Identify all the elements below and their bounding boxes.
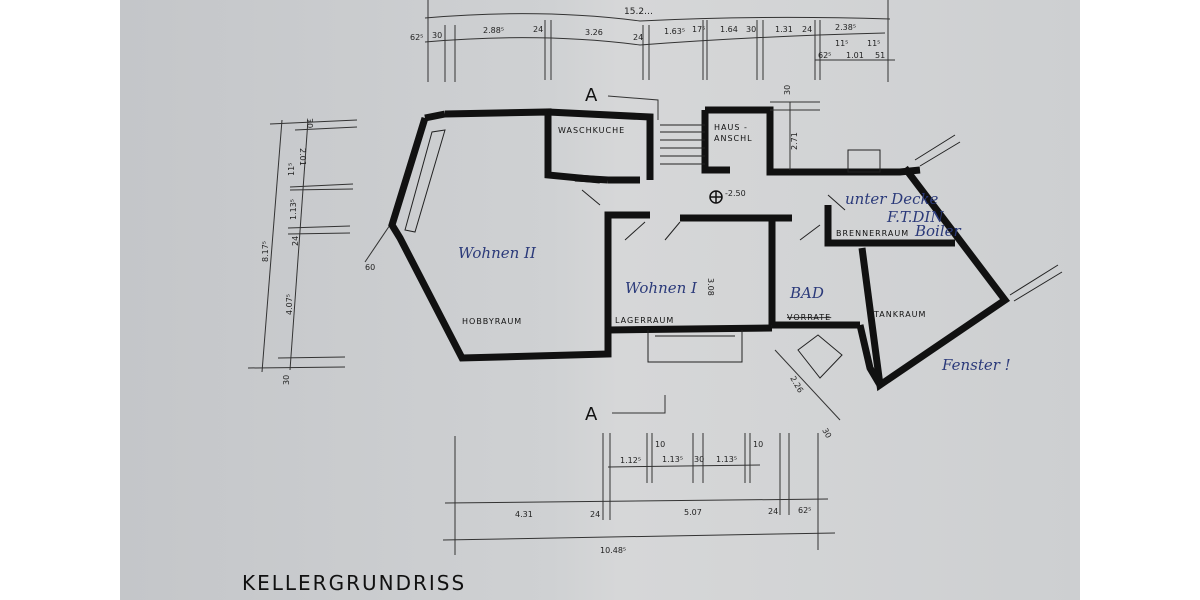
handwritten-bad: BAD [789, 284, 824, 302]
dim-top-11: 24 [802, 25, 812, 34]
dim-bottom-upper-0: 1.12⁵ [620, 456, 641, 465]
label-tankraum: TANKRAUM [873, 310, 926, 319]
dim-left-4: 24 [291, 236, 300, 246]
dim-bottom-lower-2: 5.07 [684, 508, 702, 517]
dim-bottom-upper-3: 30 [694, 455, 704, 464]
label-hausanschl-1: HAUS - [714, 123, 748, 132]
top-dimension-chain: 62⁵ 30 2.88⁵ 24 3.26 24 1.63⁵ 17⁵ 1.64 3… [410, 0, 895, 82]
dim-bottom-upper-4: 1.13⁵ [716, 455, 737, 464]
dim-bottom-total: 10.48⁵ [600, 546, 626, 555]
dim-topsub-2: 1.01 [846, 51, 864, 60]
handwritten-din: F.T.DIN [886, 208, 944, 226]
dim-left-2: 11⁵ [287, 163, 296, 176]
dim-top-total: 15.2… [624, 7, 653, 17]
label-waschkueche: WASCHKUCHE [558, 126, 625, 135]
dim-bottom-upper-2: 1.13⁵ [662, 455, 683, 464]
section-marker-bottom: A [585, 404, 598, 425]
dim-bottom-lower-3: 24 [768, 507, 778, 516]
handwritten-fenster: Fenster ! [941, 356, 1011, 374]
label-hausanschl-2: ANSCHL [714, 134, 753, 143]
dim-bottom-upper-1: 10 [655, 440, 665, 449]
dim-top-6: 1.63⁵ [664, 27, 685, 36]
handwritten-wohnen1: Wohnen I [625, 279, 698, 297]
dim-bottom-lower-4: 62⁵ [798, 506, 811, 515]
dim-top-7: 17⁵ [692, 25, 705, 34]
dim-left-6: 4.07⁵ [285, 294, 294, 315]
dim-left-5: 8.17⁵ [261, 241, 270, 262]
dim-lager-height: 3.08 [706, 278, 715, 296]
label-lagerraum: LAGERRAUM [615, 316, 674, 325]
dim-top-5: 24 [633, 33, 643, 42]
dim-left-3: 1.13⁵ [289, 199, 298, 220]
dim-left-1: 2.01 [298, 148, 307, 166]
dim-right-1: 2.71 [790, 132, 799, 150]
dim-left-7: 30 [282, 375, 291, 385]
dim-left-0: 30 [305, 118, 314, 128]
dim-rdiag-0: 2.26 [788, 375, 805, 395]
dim-top-3: 24 [533, 25, 543, 34]
label-brennerraum: BRENNERRAUM [836, 229, 909, 238]
dim-topsub-4: 51 [875, 51, 885, 60]
dim-rdiag-1: 30 [820, 427, 833, 440]
walls [388, 106, 1063, 392]
dim-topsub-1: 11⁵ [835, 39, 848, 48]
dim-top-9: 30 [746, 25, 756, 34]
handwritten-boiler: Boiler [914, 222, 962, 240]
dim-left-diag: 60 [365, 263, 375, 272]
dim-bottom-lower-0: 4.31 [515, 510, 533, 519]
dim-top-12: 2.38⁵ [835, 23, 856, 32]
dim-top-2: 2.88⁵ [483, 26, 504, 35]
dim-topsub-3: 11⁵ [867, 39, 880, 48]
bottom-dimension-chain: 1.12⁵ 10 1.13⁵ 30 1.13⁵ 10 4.31 24 5.07 … [442, 433, 836, 555]
dim-top-8: 1.64 [720, 25, 738, 34]
left-dimension-chain: 30 2.01 11⁵ 1.13⁵ 24 8.17⁵ 4.07⁵ 30 60 [247, 118, 393, 385]
plan-title: KELLERGRUNDRISS [242, 571, 466, 595]
dim-right-0: 30 [783, 85, 792, 95]
handwritten-wohnen2: Wohnen II [458, 244, 537, 262]
level-mark: -2.50 [709, 189, 746, 204]
dim-top-10: 1.31 [775, 25, 793, 34]
dim-topsub-0: 62⁵ [818, 51, 831, 60]
section-markers: A A [585, 85, 666, 425]
dim-bottom-lower-1: 24 [590, 510, 600, 519]
dim-bottom-upper-5: 10 [753, 440, 763, 449]
dim-top-1: 30 [432, 31, 442, 40]
plan-paper [120, 0, 1080, 600]
label-vorraete: VORRATE [787, 313, 831, 322]
dim-top-0: 62⁵ [410, 33, 423, 42]
dim-top-4: 3.26 [585, 28, 603, 37]
level-mark-value: -2.50 [725, 189, 746, 198]
label-hobbyraum: HOBBYRAUM [462, 317, 522, 326]
handwritten-unter-decke: unter Decke [845, 190, 939, 208]
section-marker-top: A [585, 85, 598, 106]
